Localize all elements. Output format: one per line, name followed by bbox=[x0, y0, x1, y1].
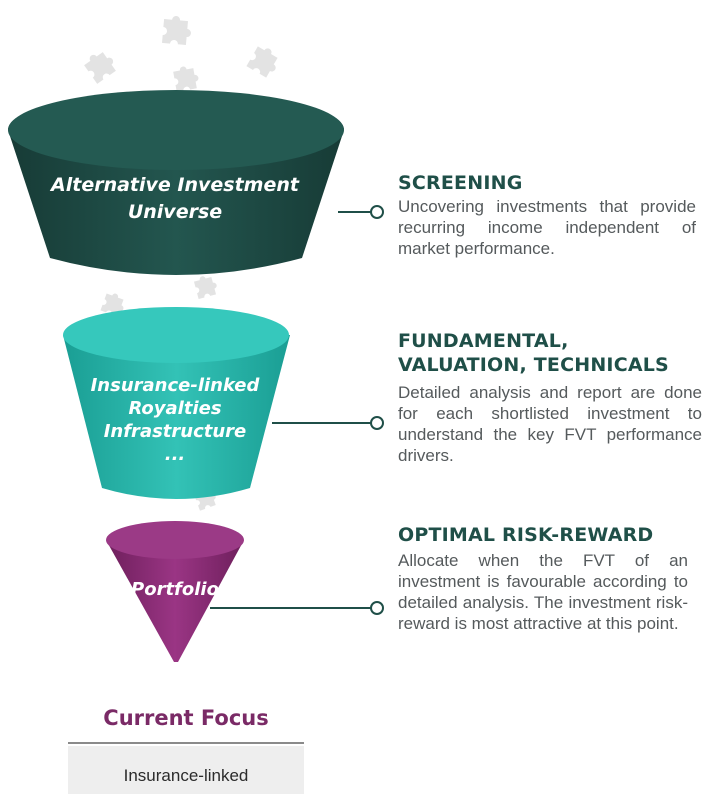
step-title-line: VALUATION, TECHNICALS bbox=[398, 354, 669, 376]
current-focus-divider bbox=[68, 742, 304, 744]
funnel-stage-2-label-line: ... bbox=[164, 444, 186, 465]
puzzle-piece-icon bbox=[172, 64, 201, 92]
step-title-optimal-risk-reward: OPTIMAL RISK-REWARD bbox=[398, 523, 703, 547]
step-title-line: FUNDAMENTAL, bbox=[398, 330, 569, 352]
funnel-stage-2-label-line: Infrastructure bbox=[103, 421, 247, 442]
step-title-fundamental: FUNDAMENTAL, VALUATION, TECHNICALS bbox=[398, 329, 703, 377]
funnel-stage-3-label: Portfolio bbox=[115, 578, 235, 602]
funnel-stage-2-label-line: Royalties bbox=[128, 398, 222, 419]
funnel-stage-2 bbox=[63, 307, 290, 499]
funnel-stage-1-label-line: Universe bbox=[127, 201, 223, 223]
current-focus-box bbox=[68, 746, 304, 794]
funnel-stage-2-label-line: Insurance-linked bbox=[90, 375, 260, 396]
step-title-screening: SCREENING bbox=[398, 171, 703, 195]
step-description-optimal-risk-reward: Allocate when the FVT of an investment i… bbox=[398, 551, 688, 633]
step-title-line: SCREENING bbox=[398, 172, 523, 194]
funnel-stage-1-label: Alternative Investment Universe bbox=[40, 172, 310, 226]
step-description-fundamental: Detailed analysis and report are done fo… bbox=[398, 383, 702, 465]
connector-dot-2 bbox=[370, 416, 384, 430]
puzzle-piece-icon bbox=[161, 15, 193, 46]
funnel-stage-2-label: Insurance-linked Royalties Infrastructur… bbox=[80, 374, 270, 466]
step-title-line: OPTIMAL RISK-REWARD bbox=[398, 524, 654, 546]
puzzle-piece-icon bbox=[246, 43, 283, 80]
connector-dot-1 bbox=[370, 205, 384, 219]
current-focus-item: Insurance-linked bbox=[123, 766, 249, 785]
connectors bbox=[210, 205, 384, 615]
funnel-stage-3 bbox=[106, 521, 244, 662]
connector-dot-3 bbox=[370, 601, 384, 615]
puzzle-piece-icon bbox=[81, 46, 119, 84]
puzzle-piece-icon bbox=[193, 273, 219, 300]
funnel-stage-1-label-line: Alternative Investment bbox=[51, 174, 299, 196]
funnel-stage-1 bbox=[8, 90, 344, 275]
step-description-screening: Uncovering investments that provide recu… bbox=[398, 197, 696, 258]
current-focus-title: Current Focus bbox=[103, 706, 269, 730]
funnel-stage-3-label-line: Portfolio bbox=[131, 579, 219, 600]
